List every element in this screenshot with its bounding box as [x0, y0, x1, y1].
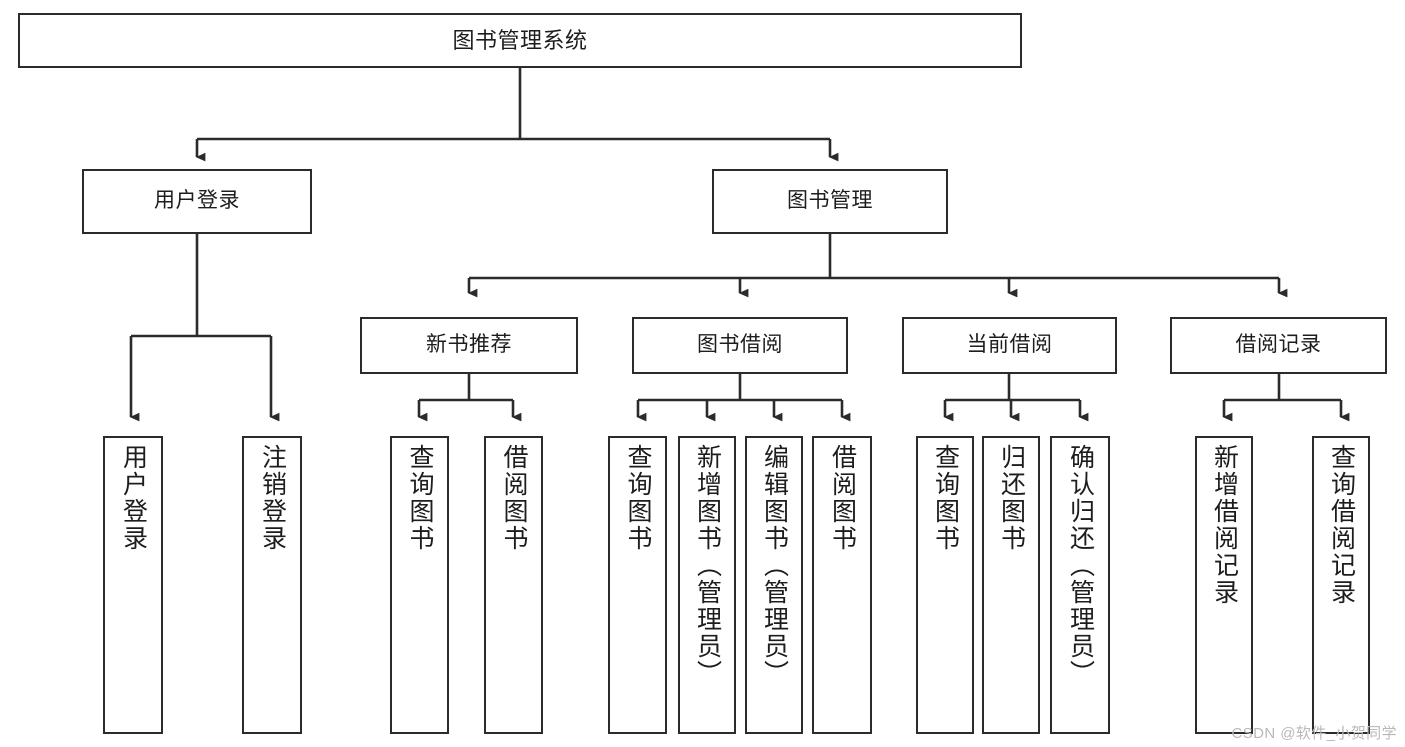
node-label: 新增图书（管理员） [693, 444, 722, 687]
node-label: 借阅记录 [1235, 333, 1322, 357]
node-label: 借阅图书 [828, 444, 857, 552]
node-label: 借阅图书 [500, 444, 528, 552]
node-label: 图书管理系统 [452, 27, 588, 53]
leaf-confirm-return-admin[interactable]: 确认归还（管理员） [1050, 436, 1110, 734]
leaf-query-book-borrow[interactable]: 查询图书 [608, 436, 667, 734]
node-book-borrow[interactable]: 图书借阅 [632, 317, 848, 374]
node-label: 确认归还（管理员） [1066, 444, 1095, 687]
node-borrow-record[interactable]: 借阅记录 [1170, 317, 1387, 374]
node-label: 图书管理 [787, 189, 873, 213]
node-label: 新书推荐 [426, 333, 512, 357]
node-label: 查询图书 [624, 444, 652, 552]
node-label: 查询图书 [406, 444, 434, 552]
node-label: 查询借阅记录 [1327, 444, 1356, 606]
node-label: 用户登录 [119, 444, 148, 552]
leaf-logout[interactable]: 注销登录 [242, 436, 302, 734]
leaf-query-borrow-record[interactable]: 查询借阅记录 [1312, 436, 1370, 734]
leaf-query-book-current[interactable]: 查询图书 [916, 436, 974, 734]
node-label: 用户登录 [154, 189, 240, 213]
node-current-borrow[interactable]: 当前借阅 [902, 317, 1117, 374]
node-new-book-recommendation[interactable]: 新书推荐 [360, 317, 578, 374]
leaf-add-borrow-record[interactable]: 新增借阅记录 [1195, 436, 1253, 734]
node-label: 归还图书 [997, 444, 1026, 552]
leaf-borrow-book[interactable]: 借阅图书 [812, 436, 872, 734]
node-label: 注销登录 [258, 444, 287, 552]
node-user-login[interactable]: 用户登录 [82, 169, 312, 234]
watermark: CSDN @软件_小贺同学 [1231, 725, 1397, 742]
leaf-borrow-book-recommend[interactable]: 借阅图书 [484, 436, 543, 734]
leaf-return-book[interactable]: 归还图书 [982, 436, 1040, 734]
node-label: 编辑图书（管理员） [760, 444, 789, 687]
node-book-management[interactable]: 图书管理 [712, 169, 948, 234]
node-label: 图书借阅 [697, 333, 783, 357]
node-label: 新增借阅记录 [1210, 444, 1239, 606]
leaf-query-book-recommend[interactable]: 查询图书 [390, 436, 449, 734]
leaf-edit-book-admin[interactable]: 编辑图书（管理员） [745, 436, 803, 734]
leaf-add-book-admin[interactable]: 新增图书（管理员） [678, 436, 736, 734]
node-label: 当前借阅 [966, 333, 1053, 357]
node-root-system[interactable]: 图书管理系统 [18, 13, 1022, 68]
leaf-user-login[interactable]: 用户登录 [103, 436, 163, 734]
node-label: 查询图书 [931, 444, 960, 552]
